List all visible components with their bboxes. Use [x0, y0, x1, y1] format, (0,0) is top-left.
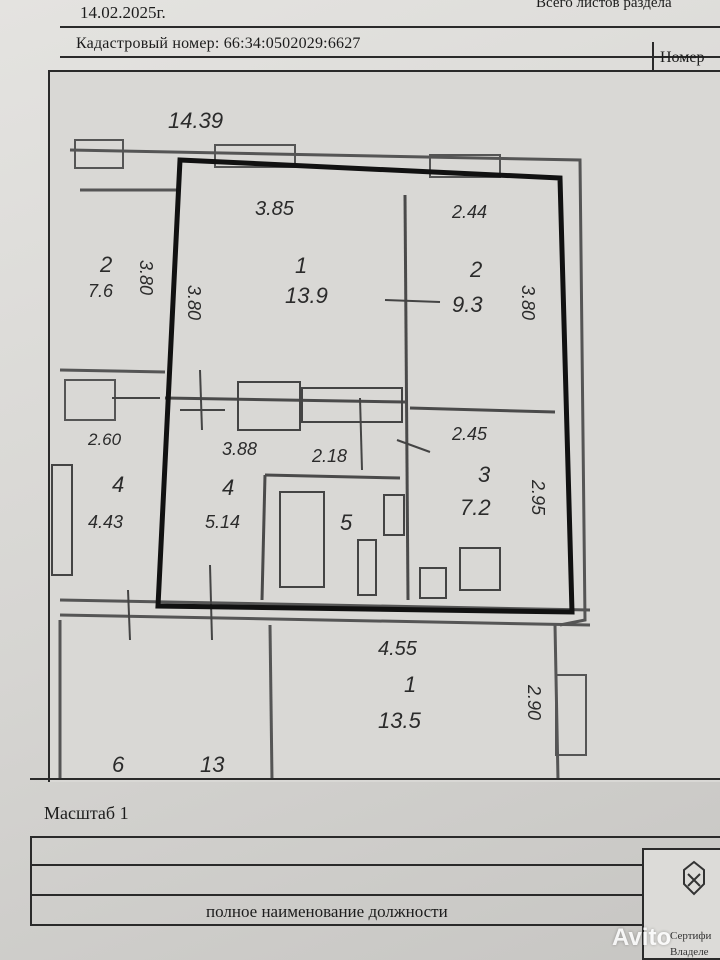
room-number: 4 [112, 472, 124, 497]
document-date: 14.02.2025г. [80, 3, 166, 22]
dimension-label: 3.88 [222, 439, 257, 459]
scale-label: Масштаб 1 [44, 803, 129, 823]
dimension-label: 2.90 [524, 684, 544, 720]
stamp-certificate-label: Сертифи [670, 930, 712, 942]
dimension-label: 2.60 [87, 430, 122, 449]
room-number: 1 [404, 672, 416, 697]
watermark: Avito [612, 924, 672, 951]
room-number: 2 [469, 257, 482, 282]
floor-plan [51, 139, 591, 781]
dimension-label: 2.45 [451, 424, 488, 444]
dimension-label: 2.95 [528, 479, 548, 516]
cadastral-number: Кадастровый номер: 66:34:0502029:6627 [76, 35, 361, 52]
room-number: 3 [478, 462, 491, 487]
footer-rule-4 [30, 924, 642, 926]
partial-label: 6 [112, 752, 125, 777]
apartment-outline [155, 157, 575, 615]
partial-label: 13 [200, 752, 225, 777]
partial-label: 7.6 [88, 281, 114, 301]
header-divider [652, 42, 654, 70]
dimension-label: 4.55 [378, 638, 418, 660]
position-title-label: полное наименование должности [206, 902, 448, 921]
footer-rule-2 [30, 864, 642, 866]
header-rule-top [60, 26, 720, 28]
room-area: 13.5 [378, 708, 422, 733]
room-number: 5 [340, 510, 353, 535]
room-area: 13.9 [285, 283, 328, 308]
dimension-label: 3.80 [184, 285, 204, 320]
room-area: 9.3 [452, 292, 483, 317]
overall-dimension: 14.39 [168, 108, 223, 133]
room-number: 4 [222, 475, 234, 500]
footer-rule-1 [30, 836, 720, 838]
room-area: 5.14 [205, 512, 240, 532]
sheets-count-label: Всего листов раздела [536, 0, 672, 11]
plan-bottom-rule [30, 778, 720, 780]
dimension-ticks [112, 299, 441, 641]
digital-signature-stamp: Сертифи Владеле [642, 848, 720, 960]
room-area: 7.2 [460, 495, 491, 520]
room-area: 4.43 [88, 512, 123, 532]
dimension-label: 3.80 [136, 260, 156, 295]
stamp-owner-label: Владеле [670, 946, 709, 958]
footer-left-border [30, 836, 32, 926]
number-column-header: Номер [660, 49, 705, 66]
plan-labels: 14.39 3.85 2.44 3.80 3.80 3.80 2.60 3.88… [87, 108, 548, 777]
interior-walls [164, 194, 556, 601]
room-labels: 1 13.9 2 9.3 3 7.2 4 5.14 5 4 4.43 1 13.… [88, 252, 491, 777]
dimension-labels: 14.39 3.85 2.44 3.80 3.80 3.80 2.60 3.88… [87, 108, 548, 720]
partial-label: 2 [99, 252, 112, 277]
fixtures [51, 381, 501, 599]
room-number: 1 [295, 253, 307, 278]
dimension-label: 3.80 [518, 285, 538, 320]
emblem-icon [683, 860, 705, 896]
header-rule-bottom [60, 56, 720, 58]
footer-rule-3 [30, 894, 642, 896]
windows [64, 139, 587, 756]
dimension-label: 3.85 [255, 198, 295, 220]
dimension-label: 2.44 [451, 202, 487, 222]
dimension-label: 2.18 [311, 446, 347, 466]
